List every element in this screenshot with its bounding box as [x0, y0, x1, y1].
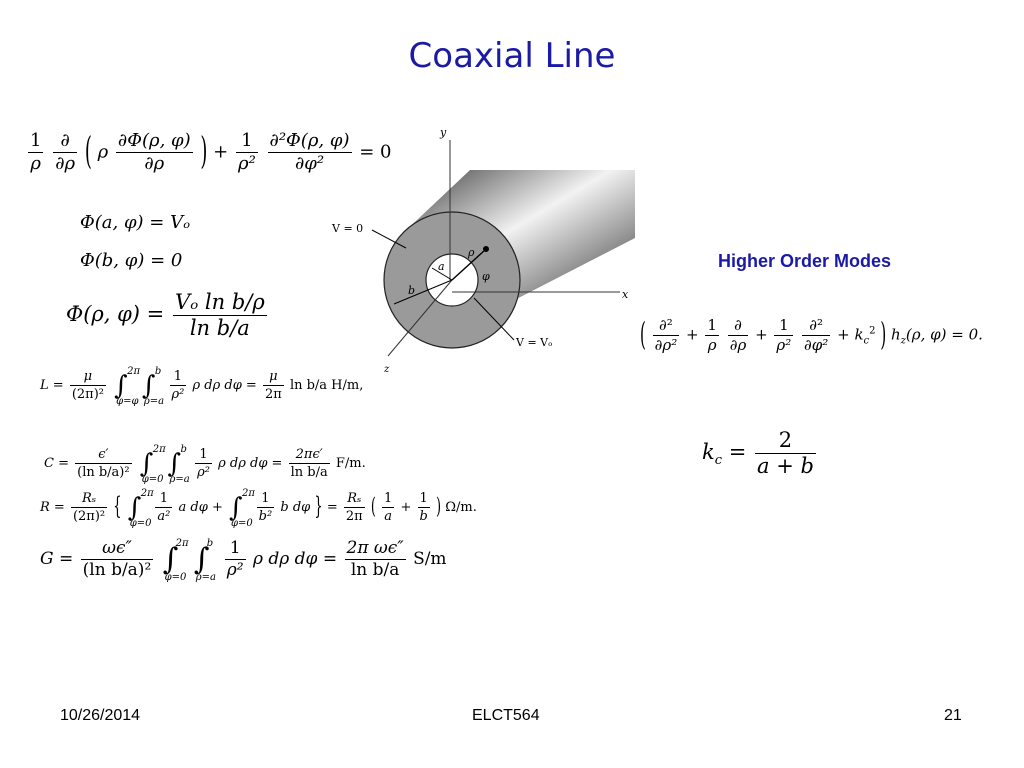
a-label: a: [438, 260, 445, 273]
boundary-condition-a: Φ(a, φ) = Vₒ: [80, 212, 191, 233]
rho-arrow: [451, 249, 486, 281]
rho-label: ρ: [467, 246, 475, 259]
z-axis-label: z: [383, 364, 390, 375]
y-axis-label: y: [439, 126, 447, 139]
footer-course: ELCT564: [472, 707, 540, 724]
a-radius: [431, 267, 453, 281]
inner-potential-label: V = Vₒ: [515, 336, 552, 349]
footer-page-number: 21: [944, 707, 962, 724]
phi-partial: ∂Φ(ρ, φ): [115, 130, 193, 153]
outer-potential-arrow: [371, 229, 407, 249]
phi-label: φ: [482, 270, 490, 283]
b-label: b: [408, 284, 415, 297]
coaxial-line-figure: y x z ρ φ a b V = 0 V = Vₒ: [331, 126, 635, 375]
slide-title: Coaxial Line: [408, 36, 616, 76]
higher-order-modes-heading: Higher Order Modes: [718, 251, 892, 271]
footer-date: 10/26/2014: [60, 707, 141, 724]
b-radius: [393, 279, 453, 305]
outer-potential-label: V = 0: [331, 222, 363, 235]
x-axis-label: x: [622, 288, 629, 301]
z-axis: [387, 279, 453, 357]
boundary-condition-b: Φ(b, φ) = 0: [80, 250, 183, 271]
inner-potential-arrow: [473, 297, 515, 341]
